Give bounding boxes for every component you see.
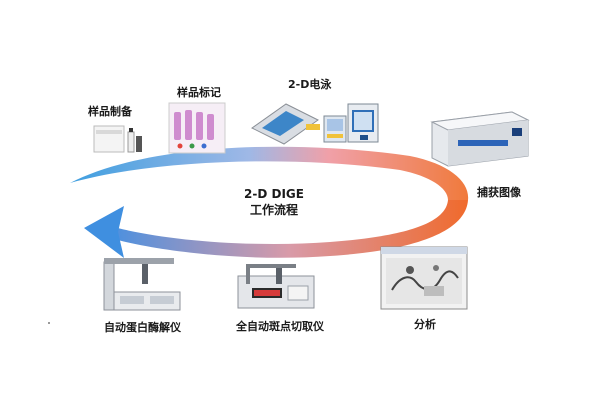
sample-prep-kit-icon [93,125,142,153]
label-electrophoresis: 2-D电泳 [288,78,332,91]
center-title-line1: 2-D DIGE [244,187,304,201]
label-digester: 自动蛋白酶解仪 [104,321,181,334]
center-title: 2-D DIGE 工作流程 [232,186,316,218]
label-spot-picker: 全自动斑点切取仪 [236,320,324,333]
label-sample-prep: 样品制备 [88,105,132,118]
digester-icon [103,258,181,311]
spot-picker-icon [237,264,315,309]
label-sample-labeling: 样品标记 [177,86,221,99]
label-analysis: 分析 [414,318,436,331]
center-title-line2: 工作流程 [249,203,298,217]
label-image-capture: 捕获图像 [477,186,521,199]
imager-icon [430,111,530,167]
stray-dot [48,322,50,324]
labeling-tubes-icon [168,102,226,154]
electrophoresis-instruments-icon [251,103,379,145]
analysis-software-screenshot [380,246,468,310]
